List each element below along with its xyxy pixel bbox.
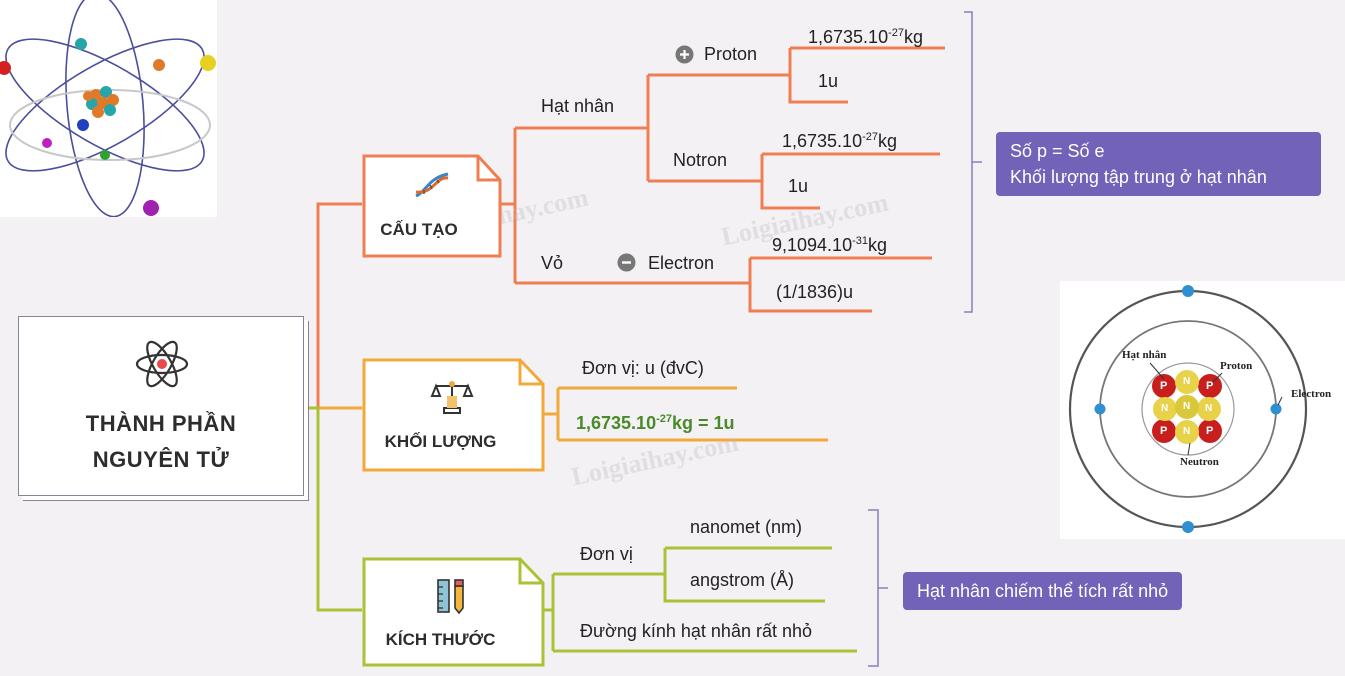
plus-icon (675, 45, 694, 64)
atom-model-image: Hạt nhân Proton Electron Neutron P P P P… (1060, 281, 1345, 539)
mass-unit: Đơn vị: u (đvC) (582, 358, 704, 378)
proton-letter: P (1160, 380, 1168, 392)
dna-icon (415, 172, 449, 198)
root-title-line1: THÀNH PHẦN (85, 411, 237, 436)
neutron-mass-kg: 1,6735.10-27kg (782, 131, 897, 151)
structure-connectors (316, 46, 945, 408)
diagram-nucleus-label: Hạt nhân (1122, 349, 1167, 361)
mass-equation: 1,6735.10-27kg = 1u (576, 413, 735, 433)
scale-icon (430, 381, 474, 414)
shell-label: Vỏ (541, 253, 564, 273)
size-connectors (304, 406, 857, 653)
size-diameter-text: Đường kính hạt nhân rất nhỏ (580, 621, 813, 641)
neutron-label: Notron (673, 150, 728, 170)
neutron-letter: N (1183, 376, 1191, 387)
neutron-mass-u: 1u (788, 176, 809, 196)
size-node (362, 557, 545, 667)
size-unit-nm: nanomet (nm) (690, 517, 803, 537)
root-title-line2: NGUYÊN TỬ (92, 447, 230, 472)
size-unit-angstrom: angstrom (Å) (690, 570, 795, 590)
electron-mass-kg: 9,1094.10-31kg (772, 235, 887, 255)
proton-letter: P (1206, 425, 1214, 437)
proton-mass-kg: 1,6735.10-27kg (808, 27, 923, 47)
proton-label: Proton (704, 44, 758, 64)
neutron-letter: N (1205, 403, 1213, 414)
nucleus-label: Hạt nhân (541, 96, 615, 116)
proton-letter: P (1206, 380, 1214, 392)
atom-icon (135, 340, 189, 388)
mass-connectors (318, 386, 828, 442)
neutron-letter: N (1183, 426, 1191, 437)
callout-line1: Số p = Số e (1010, 141, 1105, 161)
minus-icon (617, 253, 636, 272)
electron-mass-u: (1/1836)u (776, 282, 854, 302)
structure-label: CẤU TẠO (380, 220, 458, 239)
size-bracket (868, 509, 888, 667)
electron-label: Electron (648, 253, 715, 273)
size-unit-label: Đơn vị (580, 544, 633, 564)
structure-node (362, 154, 502, 258)
diagram-neutron-label: Neutron (1180, 456, 1219, 468)
size-callout: Hạt nhân chiếm thể tích rất nhỏ (903, 572, 1183, 610)
size-label: KÍCH THƯỚC (385, 630, 496, 649)
neutron-letter: N (1183, 401, 1191, 412)
atom-orbit-image (0, 0, 217, 218)
callout-line2: Khối lượng tập trung ở hạt nhân (1010, 167, 1267, 187)
ruler-pencil-icon (437, 579, 464, 614)
structure-callout: Số p = Số e Khối lượng tập trung ở hạt n… (996, 132, 1321, 196)
neutron-letter: N (1161, 403, 1169, 414)
mass-node (362, 358, 545, 472)
proton-letter: P (1160, 425, 1168, 437)
diagram-electron-label: Electron (1291, 388, 1332, 400)
proton-mass-u: 1u (818, 71, 839, 91)
diagram-proton-label: Proton (1220, 360, 1253, 372)
root-node: THÀNH PHẦN NGUYÊN TỬ (18, 316, 304, 496)
structure-bracket (964, 11, 982, 313)
mass-label: KHỐI LƯỢNG (384, 432, 497, 451)
